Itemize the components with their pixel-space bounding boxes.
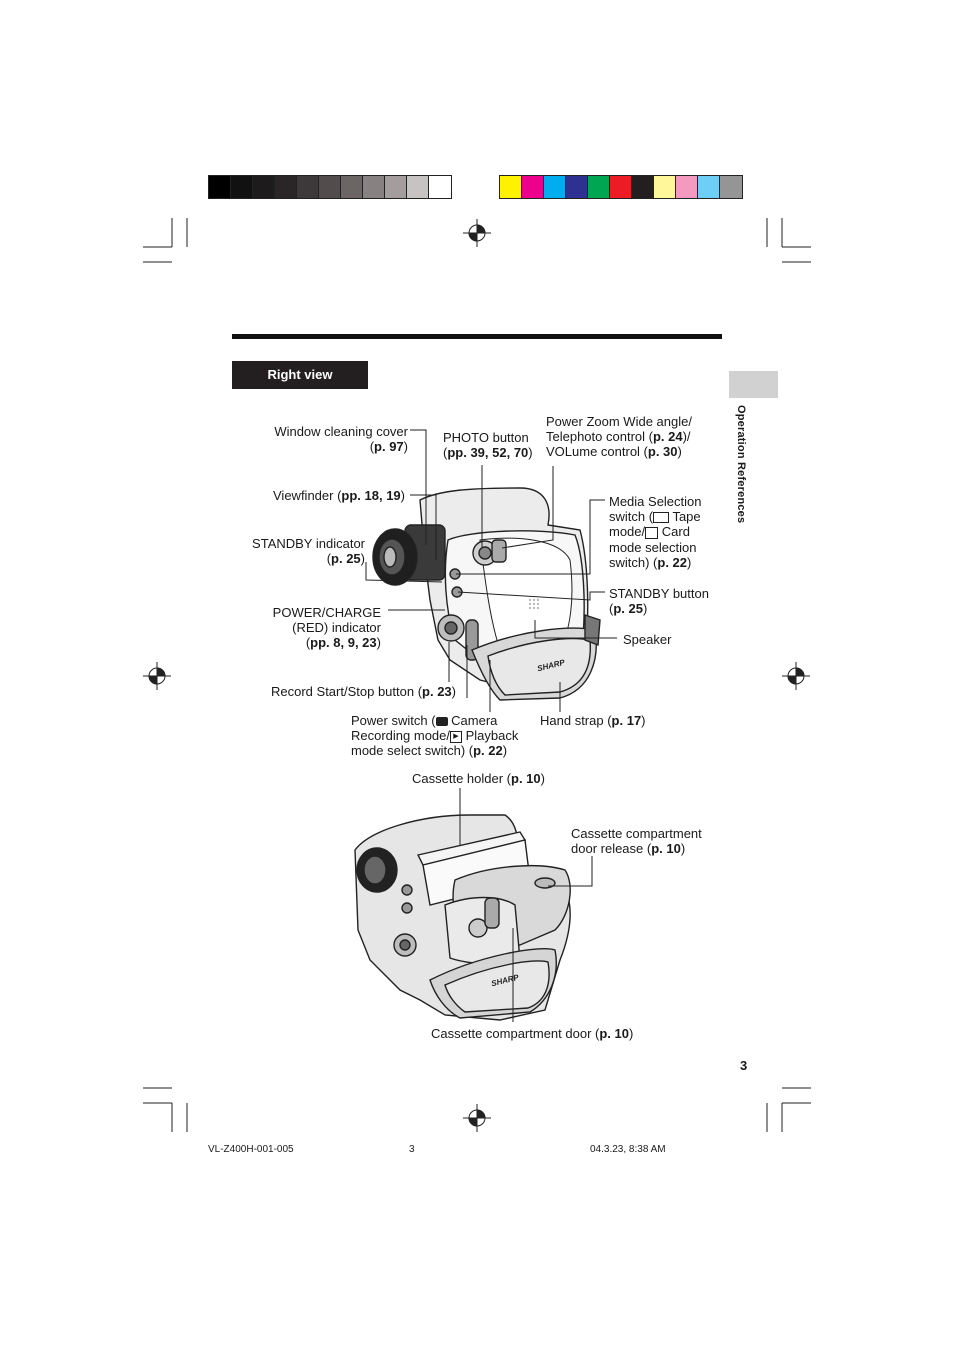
gray-swatch: [297, 176, 319, 198]
color-swatch: [698, 176, 720, 198]
label-photo-button: PHOTO button(pp. 39, 52, 70): [443, 430, 533, 461]
color-swatch: [588, 176, 610, 198]
gray-swatch: [341, 176, 363, 198]
label-power-charge-indicator: POWER/CHARGE(RED) indicator(pp. 8, 9, 23…: [272, 605, 381, 651]
color-swatch: [522, 176, 544, 198]
side-tab: [729, 371, 778, 398]
grayscale-calibration-bar: [208, 175, 452, 199]
label-record-button: Record Start/Stop button (p. 23): [271, 684, 456, 699]
side-tab-text: Operation References: [735, 405, 747, 524]
color-swatch: [720, 176, 742, 198]
section-label-text: Right view: [267, 367, 333, 382]
label-hand-strap: Hand strap (p. 17): [540, 713, 646, 728]
gray-swatch: [275, 176, 297, 198]
registration-target-top: [463, 219, 491, 247]
label-media-selection: Media Selection switch ( Tape mode/ Card…: [609, 494, 702, 570]
gray-swatch: [363, 176, 385, 198]
gray-swatch: [231, 176, 253, 198]
registration-target-right: [782, 662, 810, 690]
label-power-zoom: Power Zoom Wide angle/Telephoto control …: [546, 414, 692, 460]
label-standby-button: STANDBY button(p. 25): [609, 586, 709, 617]
color-swatch: [654, 176, 676, 198]
gray-swatch: [209, 176, 231, 198]
color-swatch: [610, 176, 632, 198]
footer-page: 3: [409, 1144, 415, 1155]
gray-swatch: [385, 176, 407, 198]
registration-target-left: [143, 662, 171, 690]
gray-swatch: [253, 176, 275, 198]
color-calibration-bar: [499, 175, 743, 199]
camcorder-cassette-view: [354, 814, 571, 1021]
label-power-switch: Power switch ( Camera Recording mode/▶ P…: [351, 713, 519, 759]
label-cassette-door: Cassette compartment door (p. 10): [431, 1026, 634, 1041]
color-swatch: [544, 176, 566, 198]
gray-swatch: [429, 176, 451, 198]
color-swatch: [632, 176, 654, 198]
footer-timestamp: 04.3.23, 8:38 AM: [590, 1144, 666, 1155]
label-speaker: Speaker: [623, 632, 672, 647]
footer-doc-id: VL-Z400H-001-005: [208, 1144, 294, 1155]
label-cassette-holder: Cassette holder (p. 10): [412, 771, 545, 786]
gray-swatch: [407, 176, 429, 198]
gray-swatch: [319, 176, 341, 198]
label-window-cleaning-cover: Window cleaning cover(p. 97): [274, 424, 408, 455]
page-number: 3: [740, 1058, 748, 1073]
color-swatch: [676, 176, 698, 198]
color-swatch: [566, 176, 588, 198]
label-standby-indicator: STANDBY indicator(p. 25): [252, 536, 365, 567]
label-viewfinder: Viewfinder (pp. 18, 19): [273, 488, 405, 503]
color-swatch: [500, 176, 522, 198]
playback-icon: ▶: [450, 730, 462, 743]
tape-icon: [653, 512, 670, 524]
section-label: Right view: [232, 361, 368, 389]
leader-lines-cassette-view: [459, 788, 593, 1022]
registration-target-bottom: [463, 1104, 491, 1132]
heading-rule: [232, 334, 722, 339]
card-icon: [645, 526, 659, 539]
camera-icon: [435, 717, 448, 727]
leader-lines-right-view: [365, 429, 617, 712]
